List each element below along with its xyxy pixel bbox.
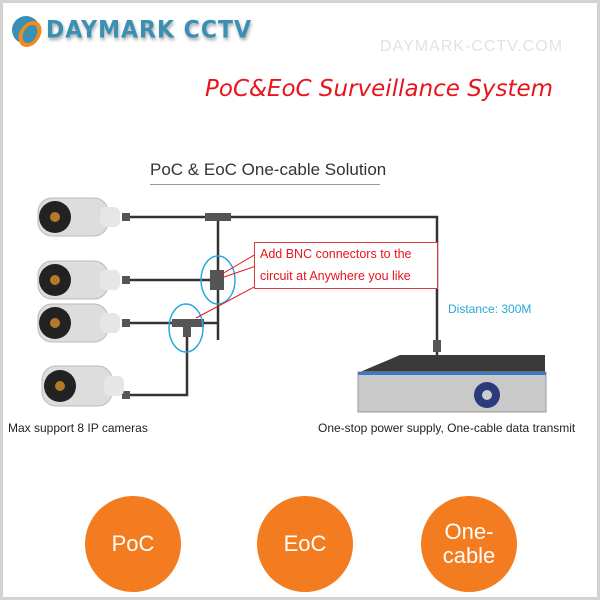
- nvr-recorder-icon: [357, 355, 547, 413]
- logo-text: DAYMARK CCTV: [46, 16, 253, 44]
- badge-one-cable: One-cable: [421, 496, 517, 592]
- distance-label: Distance: 300M: [448, 302, 532, 316]
- diagram-subtitle: PoC & EoC One-cable Solution: [150, 160, 386, 185]
- camera-icon: [37, 197, 120, 237]
- highlight-ring: [168, 303, 204, 353]
- callout-line: circuit at Anywhere you like: [260, 269, 411, 283]
- callout-box: Add BNC connectors to the circuit at Any…: [254, 242, 438, 289]
- badge-eoc: EoC: [257, 496, 353, 592]
- camera-caption: Max support 8 IP cameras: [8, 421, 148, 435]
- highlight-ring: [200, 255, 236, 305]
- logo-icon: [12, 16, 40, 44]
- bnc-connectors: [122, 213, 441, 399]
- badge-poc: PoC: [85, 496, 181, 592]
- ip-cameras: [37, 197, 124, 407]
- callout-line: Add BNC connectors to the: [260, 247, 412, 261]
- camera-icon: [41, 365, 124, 407]
- brand-logo: DAYMARK CCTV: [12, 16, 252, 44]
- camera-icon: [37, 303, 120, 343]
- watermark: DAYMARK-CCTV.COM: [380, 38, 564, 55]
- page-title: PoC&EoC Surveillance System: [205, 76, 554, 102]
- camera-icon: [37, 260, 120, 300]
- callout-pointers: [195, 253, 257, 319]
- nvr-caption: One-stop power supply, One-cable data tr…: [318, 421, 576, 435]
